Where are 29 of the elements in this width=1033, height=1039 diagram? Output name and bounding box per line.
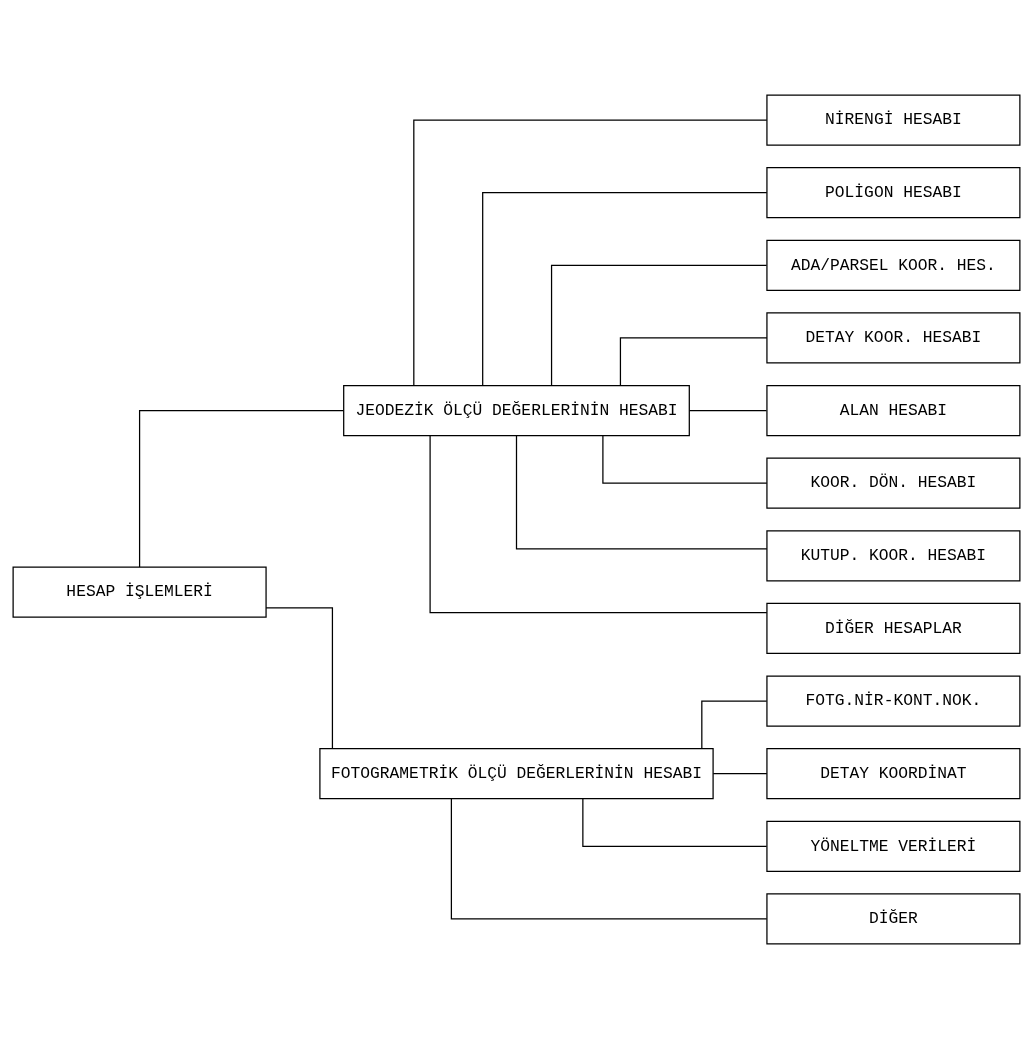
node-box: POLİGON HESABI [766, 167, 1021, 219]
node-box: NİRENGİ HESABI [766, 94, 1021, 146]
node-box: ALAN HESABI [766, 384, 1021, 437]
node-box: YÖNELTME VERİLERİ [766, 820, 1021, 872]
node-box: JEODEZİK ÖLÇÜ DEĞERLERİNİN HESABI [343, 384, 690, 437]
connector [429, 435, 768, 614]
node-box: FOTOGRAMETRİK ÖLÇÜ DEĞERLERİNİN HESABI [319, 748, 714, 800]
connector [413, 119, 768, 386]
connector [582, 798, 768, 847]
connector [265, 607, 334, 750]
connector [482, 192, 768, 386]
connector [138, 409, 345, 568]
node-box: FOTG.NİR-KONT.NOK. [766, 675, 1021, 727]
node-box: KUTUP. KOOR. HESABI [766, 530, 1021, 582]
connector [450, 798, 768, 920]
node-box: ADA/PARSEL KOOR. HES. [766, 239, 1021, 291]
connector [712, 773, 768, 775]
connector [619, 337, 768, 386]
node-box: DETAY KOORDİNAT [766, 748, 1021, 800]
connector [701, 700, 768, 749]
node-box: DİĞER HESAPLAR [766, 602, 1021, 655]
connector [550, 264, 768, 386]
node-box: HESAP İŞLEMLERİ [12, 566, 267, 618]
node-box: KOOR. DÖN. HESABI [766, 457, 1021, 509]
connector [688, 409, 768, 412]
node-box: DETAY KOOR. HESABI [766, 312, 1021, 364]
connector [515, 435, 768, 550]
node-box: DİĞER [766, 893, 1021, 945]
connector [602, 435, 768, 484]
